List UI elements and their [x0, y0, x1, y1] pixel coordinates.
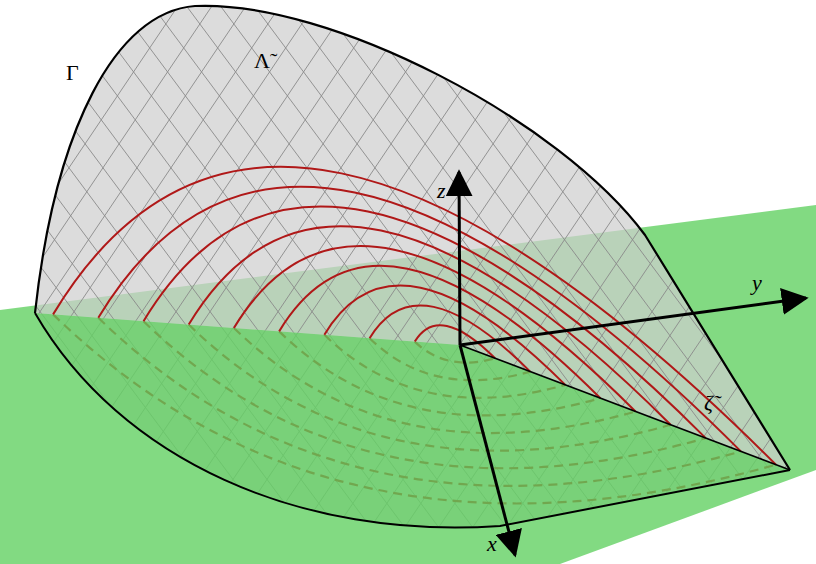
grid-line [624, 0, 816, 564]
axis-label: z [437, 180, 446, 202]
grid-line [108, 0, 488, 564]
grid-line [420, 0, 816, 564]
grid-line [0, 0, 216, 564]
grid-line [692, 0, 816, 564]
grid-line [0, 0, 24, 564]
grid-line [760, 0, 816, 564]
grid-line [0, 0, 330, 564]
grid-line [74, 0, 454, 564]
grid-line [550, 0, 816, 564]
grid-line [312, 0, 692, 564]
grid-line [284, 0, 704, 564]
grid-line [454, 0, 816, 564]
grid-line [0, 0, 228, 564]
grid-line [142, 0, 522, 564]
grid-line [0, 0, 126, 564]
axis [459, 172, 460, 345]
grid-line [0, 0, 80, 564]
grid-line [352, 0, 772, 564]
grid-line [80, 0, 500, 564]
curve-label: Λ̃ [254, 50, 270, 72]
grid-line [216, 0, 636, 564]
grid-line [0, 0, 284, 564]
grid-line [250, 0, 670, 564]
grid-line [652, 0, 816, 564]
grid-line [0, 0, 364, 564]
axis [460, 345, 515, 555]
grid-line [0, 0, 160, 564]
grid-line [754, 0, 816, 564]
grid-line [516, 0, 816, 564]
grid-line [482, 0, 816, 564]
curve-label: ζ̃ [704, 392, 713, 414]
grid-line [46, 0, 466, 564]
grid-line [720, 0, 816, 564]
curve-label: Γ [66, 62, 79, 84]
grid-line [448, 0, 816, 564]
grid-line [488, 0, 816, 564]
grid-line [0, 0, 92, 564]
grid-line [0, 0, 182, 564]
grid-line [148, 0, 568, 564]
upper-sheet [35, 6, 790, 470]
boundary-curve [35, 6, 790, 470]
grid-line [346, 0, 726, 564]
grid-line [0, 0, 296, 564]
grid-line [0, 0, 12, 564]
grid-line [380, 0, 760, 564]
grid-line [210, 0, 590, 564]
grid-line [0, 0, 352, 564]
grid-line [6, 0, 386, 564]
grid-line [686, 0, 816, 564]
boundary-line [460, 345, 790, 470]
grid-line [584, 0, 816, 564]
grid-line [0, 0, 250, 564]
grid-line [0, 0, 58, 564]
axis-label: y [752, 272, 762, 294]
grid-line [182, 0, 602, 564]
axis-label: x [487, 533, 497, 555]
grid-line [788, 0, 816, 564]
grid-line [794, 0, 816, 564]
grid-line [278, 0, 658, 564]
grid-line [590, 0, 816, 564]
grid-line [556, 0, 816, 564]
grid-line [244, 0, 624, 564]
axis [460, 298, 806, 345]
boundary-curve [35, 313, 790, 528]
grid-line [618, 0, 816, 564]
